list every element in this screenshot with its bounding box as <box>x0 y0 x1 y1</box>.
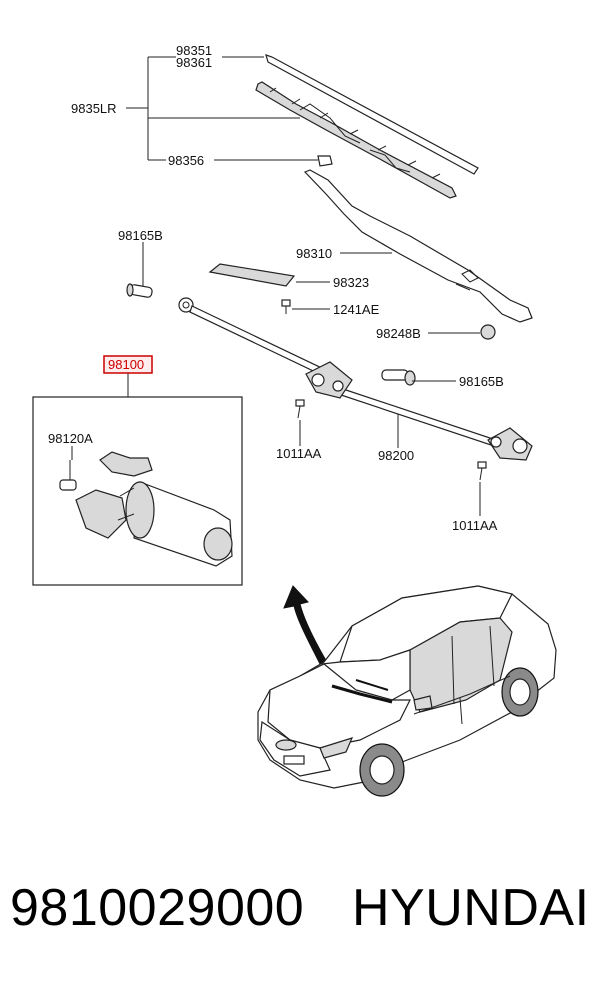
label-98356: 98356 <box>168 153 204 168</box>
blade-clip-98356 <box>317 155 333 167</box>
bolt-1011AA-right <box>477 461 487 481</box>
car-illustration <box>257 585 557 797</box>
label-9835LR: 9835LR <box>71 101 117 116</box>
wiper-linkage <box>178 297 533 461</box>
label-1011AA-left: 1011AA <box>276 446 322 461</box>
brand-name: HYUNDAI <box>352 879 590 937</box>
label-98323: 98323 <box>333 275 369 290</box>
motor-detail-box <box>32 396 243 586</box>
label-1011AA-right: 1011AA <box>452 518 498 533</box>
wiper-parts-diagram: 98351 98361 9835LR 98356 98165B 98310 98… <box>32 43 557 797</box>
wiper-motor <box>75 451 233 567</box>
label-1241AE: 1241AE <box>333 302 380 317</box>
footer: 9810029000 HYUNDAI <box>0 878 600 948</box>
label-98310: 98310 <box>296 246 332 261</box>
grommet-98120A <box>59 460 77 491</box>
wiper-arm <box>303 169 533 323</box>
part-number: 9810029000 <box>10 879 305 937</box>
label-98200: 98200 <box>378 448 414 463</box>
leader-lines <box>71 56 481 516</box>
bushing-98165B-right <box>381 369 416 386</box>
cap-98248B <box>480 324 496 340</box>
wiper-blade <box>255 54 479 199</box>
label-98351: 98351 <box>176 43 212 58</box>
label-98100: 98100 <box>108 357 144 372</box>
label-98361: 98361 <box>176 55 212 70</box>
highlight-box-98100 <box>103 355 153 374</box>
bolt-1011AA-left <box>295 399 305 419</box>
label-98120A: 98120A <box>48 431 93 446</box>
bushing-98165B-left <box>126 283 153 298</box>
location-arrow <box>283 585 329 669</box>
label-98165B-top: 98165B <box>118 228 163 243</box>
nut-1241AE <box>281 299 291 314</box>
arm-cover-98323 <box>208 263 296 287</box>
label-98248B: 98248B <box>376 326 421 341</box>
label-98165B-right: 98165B <box>459 374 504 389</box>
